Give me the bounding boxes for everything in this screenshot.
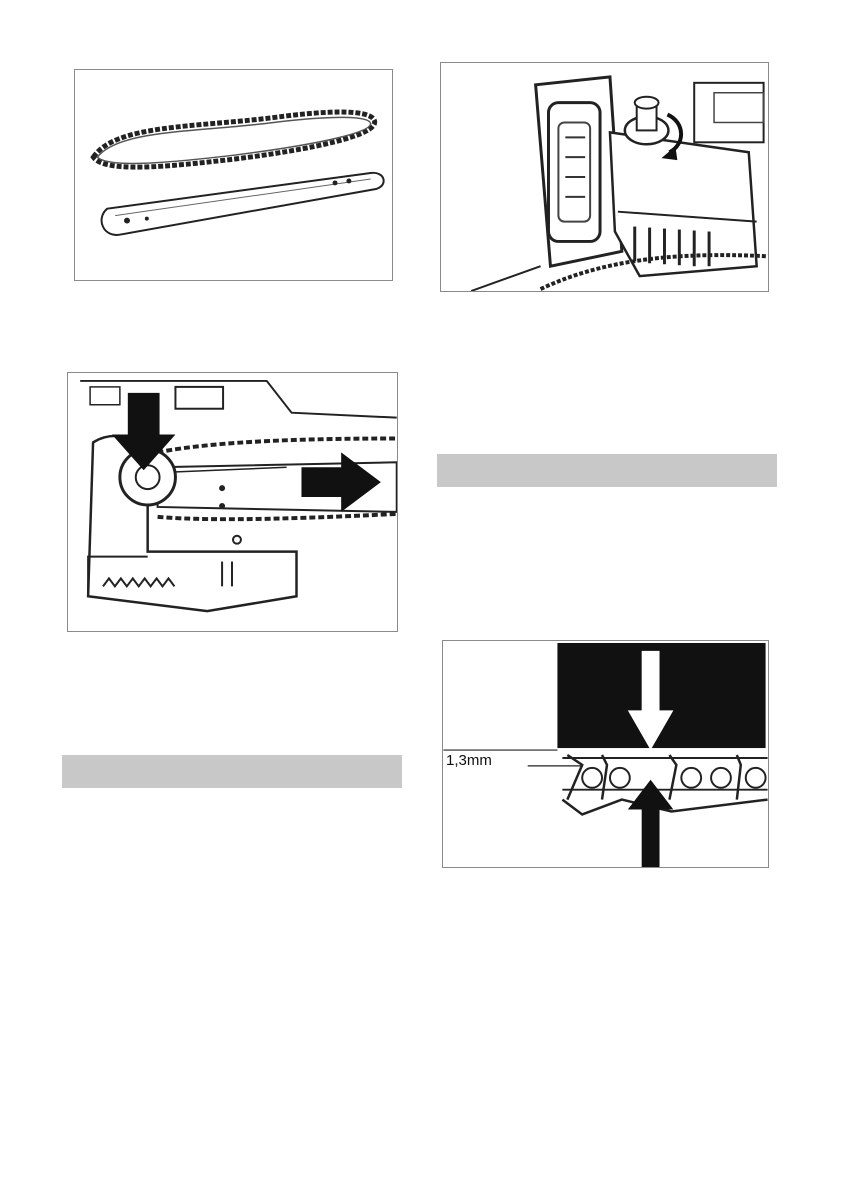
figure-chain-and-bar (74, 69, 393, 281)
fit-chain-on-sprocket-illustration (68, 373, 397, 631)
chain-and-guide-bar-illustration (75, 70, 392, 280)
figure-tension-knob (440, 62, 769, 292)
figure-fit-chain (67, 372, 398, 632)
depth-gauge-label: 1,3mm (446, 752, 492, 769)
tension-knob-turn-illustration (441, 63, 768, 291)
section-heading-bar-left (62, 755, 402, 788)
section-heading-bar-right (437, 454, 777, 487)
